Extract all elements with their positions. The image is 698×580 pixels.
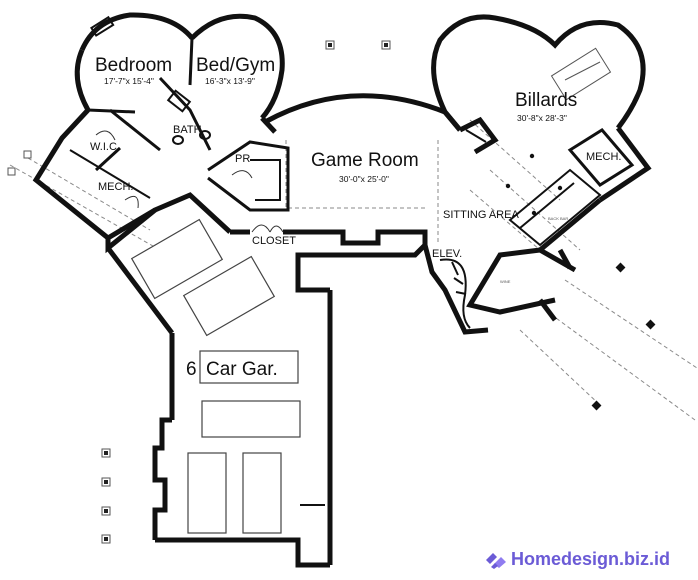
left-wing-walls bbox=[32, 12, 290, 242]
sitting-area-name: SITTING AREA bbox=[443, 209, 519, 221]
mech-left-name: MECH. bbox=[98, 181, 133, 193]
watermark-text: Homedesign.biz.id bbox=[510, 549, 670, 569]
pr-name: PR bbox=[235, 153, 250, 165]
billiards-dims: 30'-8"x 28'-3" bbox=[517, 113, 567, 123]
column-posts bbox=[7, 40, 656, 544]
bedroom-dims: 17'-7"x 15'-4" bbox=[104, 76, 154, 86]
garage-walls bbox=[105, 192, 427, 568]
bedgym-dims: 16'-3"x 13'-9" bbox=[205, 76, 255, 86]
watermark-logo-icon bbox=[485, 552, 506, 569]
closet-name: CLOSET bbox=[252, 235, 296, 247]
watermark: Homedesign.biz.id bbox=[485, 549, 670, 570]
garage-number: 6 bbox=[186, 359, 197, 380]
mech-right-name: MECH. bbox=[586, 151, 621, 163]
room-labels: Bedroom 17'-7"x 15'-4" Bed/Gym 16'-3"x 1… bbox=[90, 55, 621, 380]
wic-name: W.I.C. bbox=[90, 141, 120, 153]
bedroom-name: Bedroom bbox=[95, 55, 172, 76]
billiards-walls bbox=[422, 14, 652, 335]
billiards-name: Billards bbox=[515, 90, 577, 111]
game-room-name: Game Room bbox=[311, 150, 419, 171]
bar-label: BACK BAR bbox=[548, 216, 568, 221]
game-room-dims: 30'-0"x 25'-0" bbox=[339, 174, 389, 184]
garage-name: Car Gar. bbox=[206, 359, 278, 380]
bedgym-name: Bed/Gym bbox=[196, 55, 275, 76]
elev-name: ELEV. bbox=[432, 248, 462, 260]
bath-name: BATH bbox=[173, 124, 202, 136]
site-dashed-lines bbox=[9, 119, 698, 421]
wine-label: WINE bbox=[500, 279, 511, 284]
